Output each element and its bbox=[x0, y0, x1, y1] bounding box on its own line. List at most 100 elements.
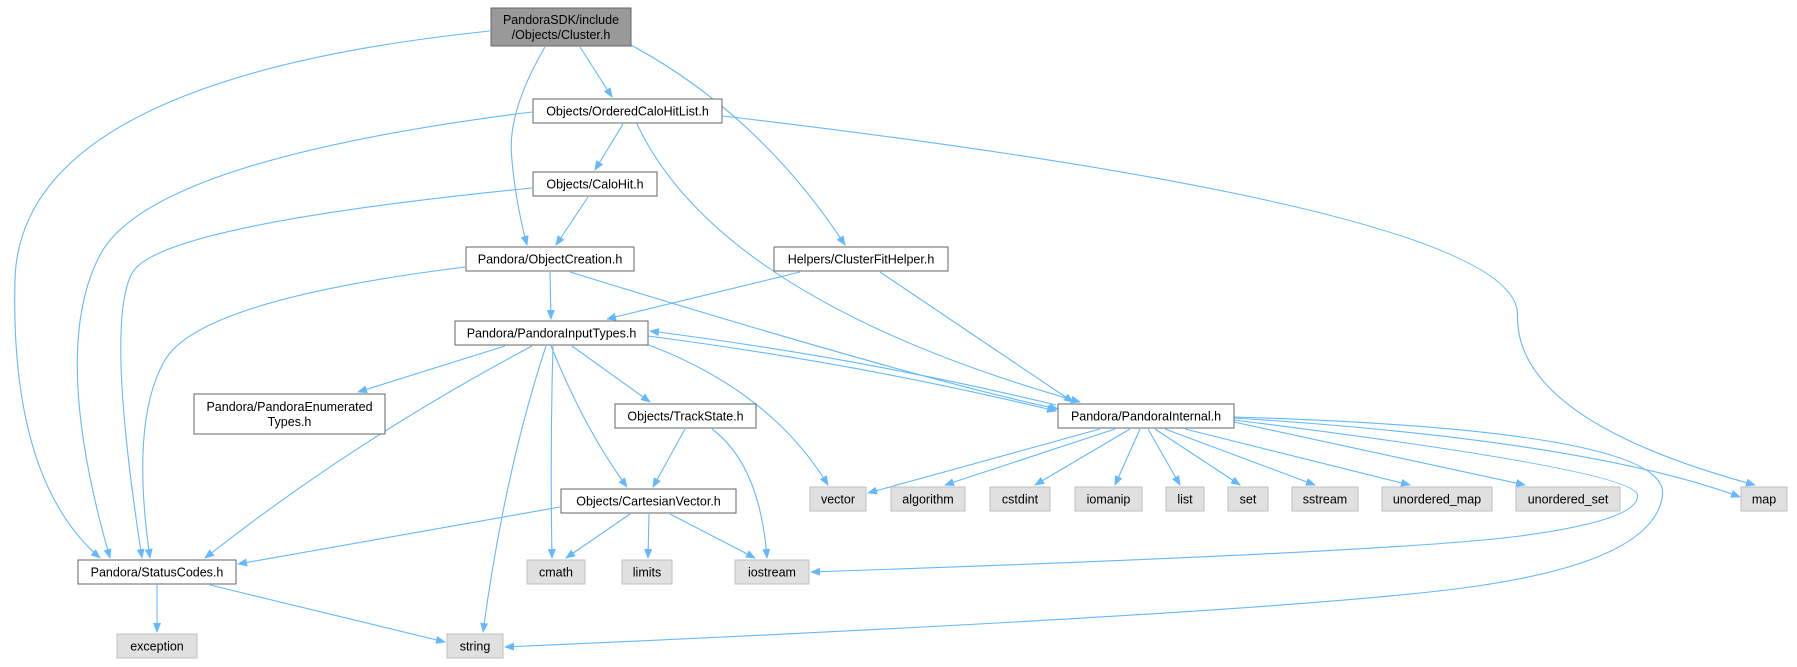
node-box bbox=[809, 486, 867, 512]
node-label: Pandora/StatusCodes.h bbox=[91, 566, 224, 580]
edge-pandora-internal-h-to-vector bbox=[867, 428, 1101, 495]
node-box bbox=[446, 633, 504, 659]
node-limits: limits bbox=[621, 559, 673, 585]
node-label: Objects/TrackState.h bbox=[627, 410, 743, 424]
node-label: Objects/OrderedCaloHitList.h bbox=[546, 105, 709, 119]
edge-cartesian-vector-h-to-cmath bbox=[565, 513, 631, 559]
node-box bbox=[1165, 486, 1205, 512]
node-box bbox=[621, 559, 673, 585]
node-label: map bbox=[1752, 493, 1776, 507]
node-sstream: sstream bbox=[1291, 486, 1359, 512]
node-box bbox=[1515, 486, 1621, 512]
node-box bbox=[1074, 486, 1143, 512]
dependency-edges bbox=[14, 30, 1756, 651]
node-box bbox=[1227, 486, 1269, 512]
node-vector: vector bbox=[809, 486, 867, 512]
node-map: map bbox=[1740, 486, 1788, 512]
node-string: string bbox=[446, 633, 504, 659]
node-algorithm: algorithm bbox=[890, 486, 966, 512]
node-cstdint: cstdint bbox=[989, 486, 1051, 512]
edge-ordered-calo-hit-list-h-to-status-codes-h bbox=[76, 111, 533, 559]
node-label: Types.h bbox=[268, 415, 312, 429]
node-set: set bbox=[1227, 486, 1269, 512]
node-cluster-fit-helper-h[interactable]: Helpers/ClusterFitHelper.h bbox=[773, 246, 949, 272]
edge-pandora-input-types-h-to-status-codes-h bbox=[204, 345, 533, 559]
edge-cluster-h-to-ordered-calo-hit-list-h bbox=[579, 46, 613, 98]
node-box bbox=[532, 98, 723, 124]
edge-pandora-internal-h-to-iostream bbox=[810, 419, 1639, 576]
node-box bbox=[1740, 486, 1788, 512]
edge-pandora-input-types-h-to-track-state-h bbox=[571, 345, 651, 403]
node-object-creation-h[interactable]: Pandora/ObjectCreation.h bbox=[465, 246, 635, 272]
node-label: iomanip bbox=[1087, 493, 1131, 507]
node-label: Pandora/PandoraInputTypes.h bbox=[467, 327, 637, 341]
node-label: Objects/CartesianVector.h bbox=[576, 495, 721, 509]
node-cluster-h: PandoraSDK/include/Objects/Cluster.h bbox=[490, 7, 632, 47]
edge-pandora-internal-h-to-set bbox=[1154, 428, 1241, 486]
node-label: Pandora/PandoraInternal.h bbox=[1071, 410, 1221, 424]
edge-pandora-internal-h-to-sstream bbox=[1164, 428, 1316, 486]
edge-object-creation-h-to-pandora-input-types-h bbox=[546, 271, 555, 320]
node-cartesian-vector-h[interactable]: Objects/CartesianVector.h bbox=[560, 488, 737, 514]
edge-cartesian-vector-h-to-iostream bbox=[669, 513, 756, 559]
node-iostream: iostream bbox=[734, 559, 810, 585]
node-box bbox=[560, 488, 737, 514]
edge-pandora-internal-h-to-cstdint bbox=[1034, 428, 1131, 486]
node-box bbox=[773, 246, 949, 272]
node-pandora-input-types-h[interactable]: Pandora/PandoraInputTypes.h bbox=[454, 320, 649, 346]
node-cmath: cmath bbox=[526, 559, 586, 585]
edge-pandora-internal-h-to-unordered-map bbox=[1184, 428, 1411, 487]
edge-pandora-input-types-h-to-cartesian-vector-h bbox=[550, 345, 628, 488]
node-box bbox=[526, 559, 586, 585]
node-unordered-map: unordered_map bbox=[1381, 486, 1493, 512]
edge-pandora-internal-h-to-pandora-input-types-h bbox=[649, 328, 1057, 406]
edge-cartesian-vector-h-to-limits bbox=[644, 513, 653, 559]
edge-pandora-internal-h-to-map bbox=[1233, 417, 1741, 498]
node-label: Objects/CaloHit.h bbox=[546, 178, 643, 192]
node-iomanip: iomanip bbox=[1074, 486, 1143, 512]
node-box bbox=[465, 246, 635, 272]
edge-ordered-calo-hit-list-h-to-pandora-internal-h bbox=[636, 123, 1081, 404]
edge-pandora-internal-h-to-list bbox=[1147, 428, 1181, 486]
node-box bbox=[77, 559, 237, 585]
node-box bbox=[193, 393, 386, 435]
node-label: unordered_map bbox=[1393, 493, 1481, 507]
node-label: unordered_set bbox=[1528, 493, 1609, 507]
node-status-codes-h[interactable]: Pandora/StatusCodes.h bbox=[77, 559, 237, 585]
edge-cluster-fit-helper-h-to-pandora-internal-h bbox=[879, 271, 1074, 403]
node-box bbox=[614, 403, 757, 429]
node-box bbox=[116, 633, 198, 659]
node-box bbox=[890, 486, 966, 512]
node-box bbox=[1057, 403, 1235, 429]
node-track-state-h[interactable]: Objects/TrackState.h bbox=[614, 403, 757, 429]
node-list: list bbox=[1165, 486, 1205, 512]
node-box bbox=[454, 320, 649, 346]
node-label: list bbox=[1177, 493, 1193, 507]
node-unordered-set: unordered_set bbox=[1515, 486, 1621, 512]
node-box bbox=[490, 7, 632, 47]
node-box bbox=[1381, 486, 1493, 512]
node-label: exception bbox=[130, 640, 184, 654]
edge-object-creation-h-to-pandora-internal-h bbox=[569, 271, 1059, 412]
node-label: cstdint bbox=[1002, 493, 1039, 507]
edge-ordered-calo-hit-list-h-to-map bbox=[722, 115, 1756, 487]
node-box bbox=[734, 559, 810, 585]
file-nodes: PandoraSDK/include/Objects/Cluster.hObje… bbox=[77, 7, 1788, 659]
edge-cluster-h-to-cluster-fit-helper-h bbox=[630, 44, 846, 246]
edge-pandora-internal-h-to-unordered-set bbox=[1233, 421, 1526, 488]
node-calo-hit-h[interactable]: Objects/CaloHit.h bbox=[532, 171, 658, 197]
edge-cartesian-vector-h-to-status-codes-h bbox=[237, 506, 561, 567]
node-ordered-calo-hit-list-h[interactable]: Objects/OrderedCaloHitList.h bbox=[532, 98, 723, 124]
edge-status-codes-h-to-string bbox=[209, 584, 446, 644]
node-box bbox=[532, 171, 658, 197]
node-pandora-internal-h[interactable]: Pandora/PandoraInternal.h bbox=[1057, 403, 1235, 429]
node-label: vector bbox=[821, 493, 855, 507]
edge-pandora-input-types-h-to-string bbox=[480, 345, 547, 633]
node-exception: exception bbox=[116, 633, 198, 659]
edge-track-state-h-to-iostream bbox=[711, 428, 771, 559]
edge-calo-hit-h-to-object-creation-h bbox=[555, 196, 589, 246]
edge-pandora-internal-h-to-algorithm bbox=[944, 428, 1116, 486]
node-label: Pandora/ObjectCreation.h bbox=[478, 253, 623, 267]
